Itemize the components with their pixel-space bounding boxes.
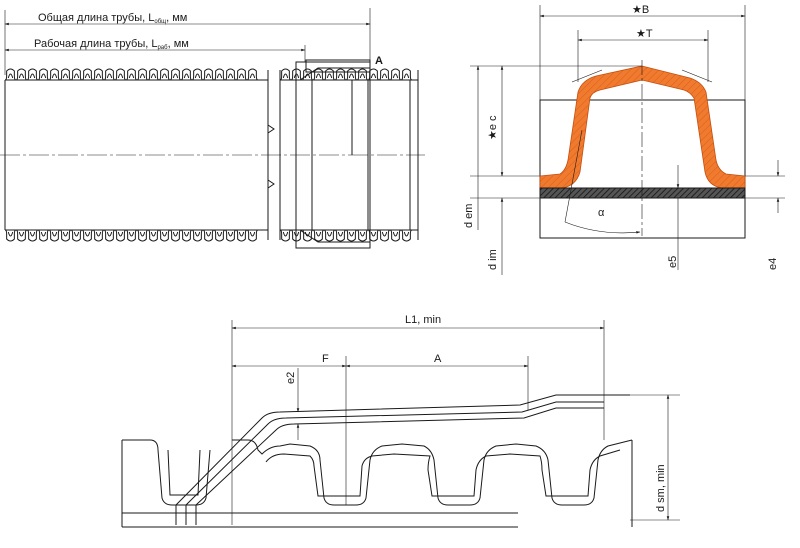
label-e4: e4: [767, 258, 779, 270]
label-alpha: α: [598, 207, 605, 219]
corrugation-wave: [279, 229, 413, 242]
corrugation-wave: [4, 68, 259, 81]
label-B: ★B: [632, 4, 649, 16]
label-dem: d em: [463, 204, 475, 228]
detail-view: L1, min F A e2 d sm, min: [121, 314, 680, 528]
label-e2: e2: [285, 372, 297, 384]
label-dim: d im: [487, 249, 499, 270]
label-A: A: [434, 353, 442, 365]
label-dsm: d sm, min: [655, 464, 667, 512]
pipe-corrugation-top: [4, 68, 413, 81]
detail-corrugation-inner: [167, 449, 621, 497]
label-ec: ★e c: [487, 115, 499, 140]
detail-corrugation-outer: [122, 439, 633, 506]
label-T: ★T: [636, 28, 653, 40]
detail-corrugation: [122, 439, 633, 506]
base-layer: [539, 187, 746, 199]
label-e5: e5: [667, 256, 679, 268]
angle-alpha-arc: [564, 221, 641, 234]
corrugation-profile: [539, 65, 746, 189]
pipe-corrugation-bottom: [4, 229, 413, 242]
total-length-label: Общая длина трубы, Lобщ, мм: [38, 12, 187, 25]
corrugation-wave: [279, 68, 413, 81]
label-L1: L1, min: [405, 314, 441, 326]
section-view: ★B ★T ★e c d em d im α e5: [463, 4, 785, 275]
label-F: F: [322, 353, 329, 365]
working-length-label: Рабочая длина трубы, Lраб, мм: [34, 38, 189, 51]
detail-marker-label: A: [375, 55, 383, 67]
pipe-view: Общая длина трубы, Lобщ, мм Рабочая длин…: [0, 8, 425, 249]
corrugation-wave: [4, 229, 259, 242]
